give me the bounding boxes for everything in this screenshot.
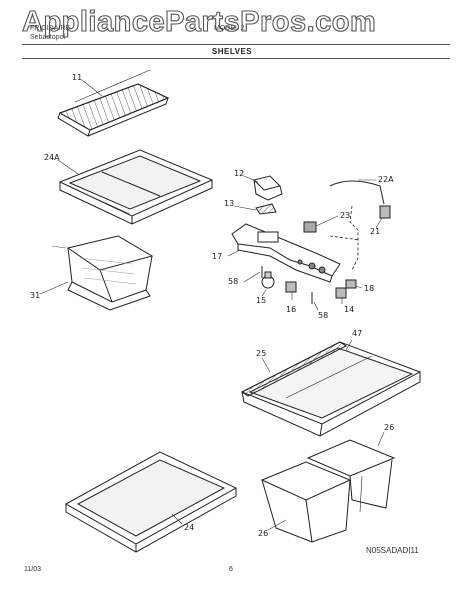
callout-31: 31 [30, 291, 40, 300]
callout-58-upper: 58 [228, 277, 238, 286]
header-rule-bottom [22, 58, 450, 59]
light-switch [303, 221, 317, 233]
callout-47: 47 [352, 329, 362, 338]
callout-23: 23 [340, 211, 350, 220]
callout-58-lower: 58 [318, 311, 328, 320]
diagram-code: N05SADADI11 [366, 546, 419, 555]
thermostat [345, 279, 357, 289]
callout-13: 13 [224, 199, 234, 208]
header-rule-top [22, 44, 450, 45]
glass-shelf-bottom [64, 451, 238, 553]
callout-12: 12 [234, 169, 244, 178]
series-label: Sebastopol [30, 34, 66, 41]
light-cover [253, 175, 283, 201]
callout-16: 16 [286, 305, 296, 314]
brand-label: FRIGIDAIRE [30, 25, 71, 32]
crisper-drawer [51, 235, 154, 311]
wire-connector [379, 205, 391, 219]
callout-26-lower: 26 [258, 529, 268, 538]
callout-15: 15 [256, 296, 266, 305]
callout-18: 18 [364, 284, 374, 293]
callout-11: 11 [72, 73, 82, 82]
footer-date: 11/03 [24, 566, 41, 573]
wire-shelf [57, 69, 170, 137]
glass-shelf-upper [240, 341, 422, 437]
callout-26-upper: 26 [384, 423, 394, 432]
crisper-bin-right [306, 439, 396, 513]
glass-shelf-frame [58, 149, 214, 225]
wire-harness [329, 180, 385, 205]
page-title: SHELVES [211, 47, 253, 56]
light-bulb [261, 271, 275, 289]
model-label: MODEL 2 [214, 25, 245, 32]
callout-25: 25 [256, 349, 266, 358]
control-housing [231, 223, 341, 283]
callout-22a: 22A [378, 175, 394, 184]
crisper-bin-left [260, 461, 352, 543]
callout-21: 21 [370, 227, 380, 236]
page-number: 6 [229, 566, 233, 573]
callout-17: 17 [212, 252, 222, 261]
callout-24a: 24A [44, 153, 60, 162]
callout-14: 14 [344, 305, 354, 314]
leader-lines [39, 79, 385, 531]
lamp-socket [285, 281, 297, 293]
bracket-clip [255, 203, 277, 215]
control-knob [335, 287, 347, 299]
callout-24: 24 [184, 523, 194, 532]
watermark-logo: AppliancePartsPros.com [21, 5, 377, 38]
